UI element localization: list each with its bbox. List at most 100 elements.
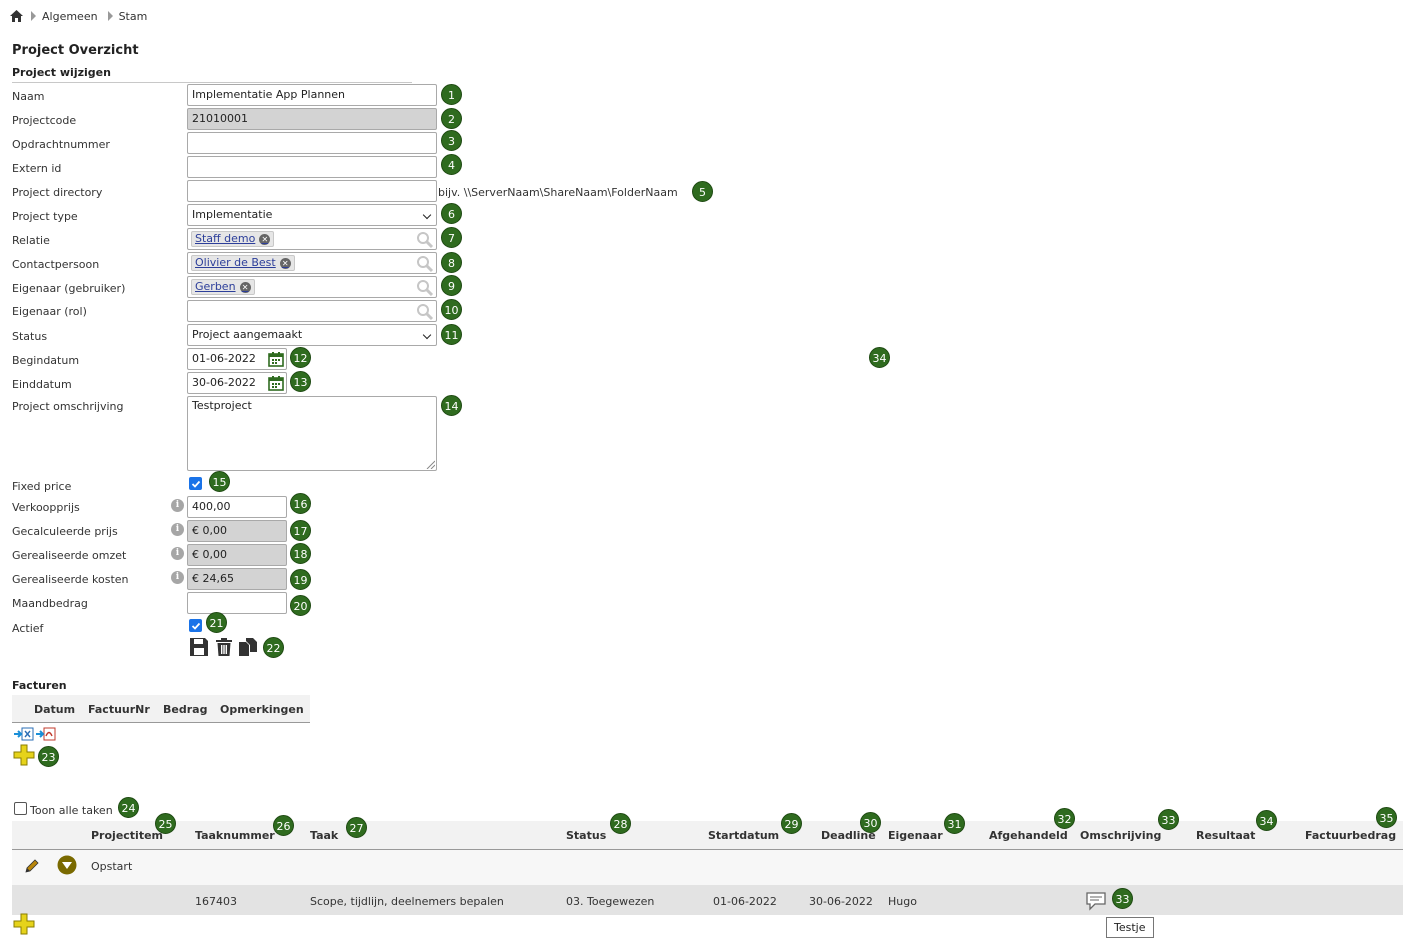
project-omschrijving-textarea[interactable]: Testproject <box>187 396 437 471</box>
relatie-tag[interactable]: Staff demo✕ <box>191 231 275 247</box>
remove-tag-icon[interactable]: ✕ <box>279 257 291 269</box>
project-directory-hint: bijv. \\ServerNaam\ShareNaam\FolderNaam <box>438 186 678 199</box>
begindatum-value: 01-06-2022 <box>192 352 256 365</box>
facturen-col-factuurnr[interactable]: FactuurNr <box>88 703 150 716</box>
table-row[interactable] <box>12 885 1403 915</box>
extern-id-input[interactable] <box>187 156 437 178</box>
number-badge: 18 <box>290 543 311 564</box>
row-taaknummer: 167403 <box>195 895 237 908</box>
facturen-header <box>12 695 310 723</box>
eigenaar-rol-lookup[interactable] <box>187 300 437 322</box>
collapse-chevron-icon[interactable] <box>57 855 77 875</box>
taken-col-deadline[interactable]: Deadline <box>821 829 876 842</box>
taken-col-status[interactable]: Status <box>566 829 607 842</box>
label-fixed-price: Fixed price <box>12 480 72 493</box>
status-value: Project aangemaakt <box>192 328 303 341</box>
taken-group-row <box>12 850 1403 885</box>
info-icon[interactable]: i <box>171 523 184 536</box>
eigenaar-gebruiker-lookup[interactable]: Gerben✕ <box>187 276 437 298</box>
label-maandbedrag: Maandbedrag <box>12 597 88 610</box>
verkoopprijs-input[interactable]: 400,00 <box>187 496 287 518</box>
row-deadline: 30-06-2022 <box>809 895 873 908</box>
resize-handle-icon[interactable] <box>426 460 435 469</box>
relatie-tag-label[interactable]: Staff demo <box>195 232 256 245</box>
facturen-col-bedrag[interactable]: Bedrag <box>163 703 208 716</box>
number-badge: 24 <box>118 797 139 818</box>
eigenaar-gebruiker-tag[interactable]: Gerben✕ <box>191 279 255 295</box>
calendar-icon[interactable] <box>268 351 284 367</box>
calendar-icon[interactable] <box>268 375 284 391</box>
remove-tag-icon[interactable]: ✕ <box>239 281 251 293</box>
project-type-select[interactable]: Implementatie <box>187 204 437 226</box>
taken-col-afgehandeld[interactable]: Afgehandeld <box>989 829 1068 842</box>
taken-col-resultaat[interactable]: Resultaat <box>1196 829 1256 842</box>
taken-col-factuurbedrag[interactable]: Factuurbedrag <box>1305 829 1397 842</box>
label-relatie: Relatie <box>12 234 50 247</box>
toon-alle-taken-label[interactable]: Toon alle taken <box>30 804 113 817</box>
taken-col-omschrijving[interactable]: Omschrijving <box>1080 829 1162 842</box>
project-directory-input[interactable] <box>187 180 437 202</box>
edit-pencil-icon[interactable] <box>23 857 41 875</box>
fixed-price-checkbox[interactable] <box>189 477 202 490</box>
toon-alle-taken-checkbox[interactable] <box>14 802 27 815</box>
number-badge: 15 <box>209 471 230 492</box>
number-badge: 8 <box>441 252 462 273</box>
number-badge: 22 <box>263 637 284 658</box>
label-eigenaar-rol: Eigenaar (rol) <box>12 305 87 318</box>
facturen-col-opmerkingen[interactable]: Opmerkingen <box>220 703 304 716</box>
search-icon[interactable] <box>416 255 434 273</box>
home-icon[interactable] <box>10 10 23 22</box>
comment-icon[interactable] <box>1085 891 1107 911</box>
save-icon[interactable] <box>189 637 209 657</box>
info-icon[interactable]: i <box>171 499 184 512</box>
breadcrumb-item-algemeen[interactable]: Algemeen <box>42 9 98 23</box>
breadcrumb-item-stam[interactable]: Stam <box>118 9 148 23</box>
row-startdatum: 01-06-2022 <box>713 895 777 908</box>
number-badge: 6 <box>441 203 462 224</box>
number-badge: 4 <box>441 154 462 175</box>
remove-tag-icon[interactable]: ✕ <box>259 233 271 245</box>
opdrachtnummer-input[interactable] <box>187 132 437 154</box>
status-select[interactable]: Project aangemaakt <box>187 324 437 346</box>
copy-icon[interactable] <box>238 637 258 657</box>
contactpersoon-tag-label[interactable]: Olivier de Best <box>195 256 276 269</box>
actief-checkbox[interactable] <box>189 619 202 632</box>
taken-col-startdatum[interactable]: Startdatum <box>708 829 780 842</box>
page-title: Project Overzicht <box>12 43 139 58</box>
contactpersoon-lookup[interactable]: Olivier de Best✕ <box>187 252 437 274</box>
facturen-title: Facturen <box>12 679 67 692</box>
number-badge: 11 <box>441 324 462 345</box>
maandbedrag-input[interactable] <box>187 592 287 614</box>
relatie-lookup[interactable]: Staff demo✕ <box>187 228 437 250</box>
taken-col-taak[interactable]: Taak <box>310 829 339 842</box>
contactpersoon-tag[interactable]: Olivier de Best✕ <box>191 255 295 271</box>
eigenaar-gebruiker-tag-label[interactable]: Gerben <box>195 280 236 293</box>
taken-col-eigenaar[interactable]: Eigenaar <box>888 829 943 842</box>
export-pdf-icon[interactable] <box>36 727 56 741</box>
search-icon[interactable] <box>416 279 434 297</box>
label-eigenaar-gebruiker: Eigenaar (gebruiker) <box>12 282 126 295</box>
number-badge: 33 <box>1158 809 1179 830</box>
info-icon[interactable]: i <box>171 547 184 560</box>
info-icon[interactable]: i <box>171 571 184 584</box>
taken-col-taaknummer[interactable]: Taaknummer <box>195 829 275 842</box>
add-task-icon[interactable] <box>13 913 35 935</box>
einddatum-input[interactable]: 30-06-2022 <box>187 372 287 394</box>
search-icon[interactable] <box>416 303 434 321</box>
number-badge: 5 <box>692 181 713 202</box>
number-badge: 9 <box>441 275 462 296</box>
export-excel-icon[interactable] <box>14 727 34 741</box>
facturen-col-datum[interactable]: Datum <box>34 703 76 716</box>
delete-icon[interactable] <box>214 637 234 657</box>
label-project-directory: Project directory <box>12 186 103 199</box>
number-badge: 25 <box>155 813 176 834</box>
number-badge: 23 <box>38 746 59 767</box>
label-gecalculeerde-prijs: Gecalculeerde prijs <box>12 525 118 538</box>
number-badge: 29 <box>781 813 802 834</box>
taken-col-projectitem[interactable]: Projectitem <box>91 829 164 842</box>
naam-input[interactable]: Implementatie App Plannen <box>187 84 437 106</box>
add-factuur-icon[interactable] <box>13 744 35 766</box>
begindatum-input[interactable]: 01-06-2022 <box>187 348 287 370</box>
number-badge: 20 <box>290 595 311 616</box>
search-icon[interactable] <box>416 231 434 249</box>
